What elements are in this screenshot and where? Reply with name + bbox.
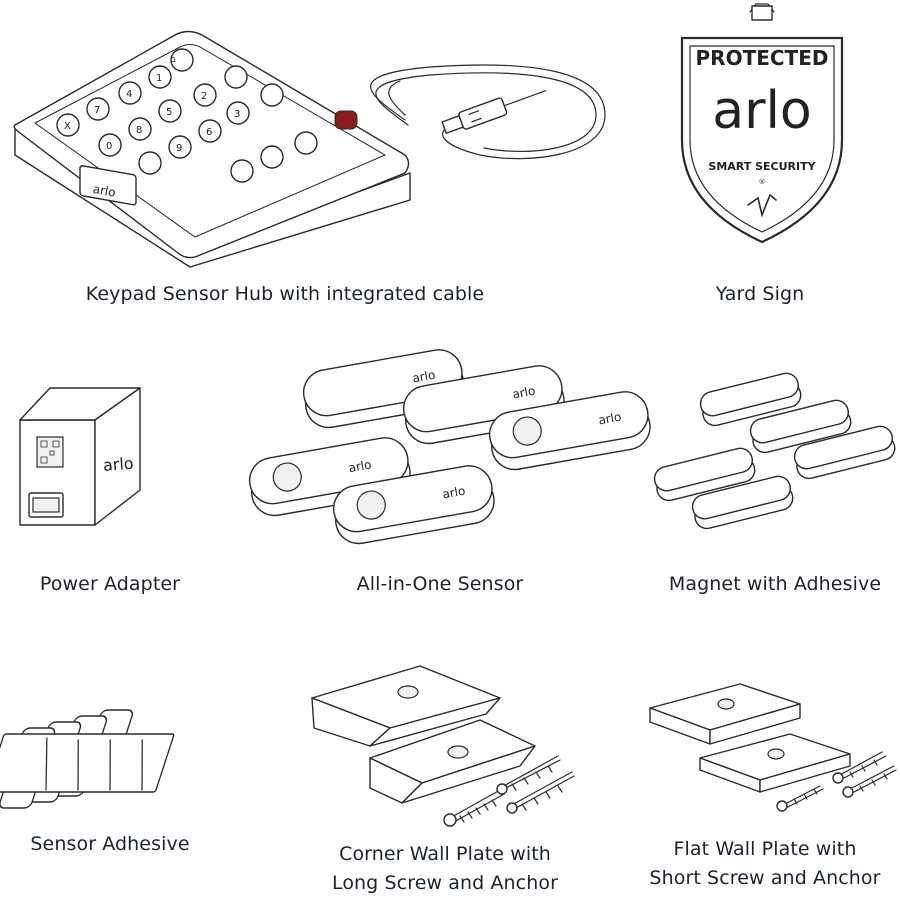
- svg-text:3: 3: [234, 109, 240, 120]
- svg-text:arlo: arlo: [511, 384, 536, 402]
- svg-text:7: 7: [94, 105, 100, 116]
- sign-top-text: PROTECTED: [696, 46, 829, 70]
- power-adapter-item: arlo Power Adapter: [0, 370, 220, 610]
- corner-wall-plate-item: Corner Wall Plate with Long Screw and An…: [290, 650, 600, 900]
- all-in-one-sensor-item: arlo arlo arlo arlo: [230, 349, 651, 610]
- keypad-logo-text: arlo: [92, 182, 117, 200]
- all-in-one-sensor-caption: All-in-One Sensor: [356, 573, 524, 595]
- keypad-sensor-hub-item: ⌂ 1 4 2 7 5 3 X 8 6 0 9 arlo Keypad Sens…: [0, 0, 620, 320]
- corner-wall-plate-caption: Corner Wall Plate with Long Screw and An…: [290, 840, 600, 898]
- corner-wall-plate-caption-line-1: Corner Wall Plate with: [339, 843, 551, 865]
- svg-text:2: 2: [201, 91, 207, 102]
- flat-wall-plate-caption: Flat Wall Plate with Short Screw and Anc…: [630, 835, 900, 893]
- svg-text:1: 1: [156, 73, 162, 84]
- corner-wall-plate-icon: [310, 658, 580, 833]
- sensor-adhesive-caption: Sensor Adhesive: [30, 833, 190, 855]
- magnet-icon: [650, 372, 900, 530]
- svg-text:arlo: arlo: [597, 410, 622, 428]
- svg-text:arlo: arlo: [411, 368, 436, 386]
- svg-text:X: X: [64, 121, 71, 132]
- svg-text:®: ®: [759, 178, 766, 186]
- flat-wall-plate-item: Flat Wall Plate with Short Screw and Anc…: [630, 660, 900, 900]
- sensor-logo-text: arlo: [347, 457, 372, 475]
- sign-brand-text: arlo: [712, 81, 812, 141]
- yard-sign-icon: PROTECTED arlo SMART SECURITY ®: [678, 0, 848, 250]
- keypad-caption: Keypad Sensor Hub with integrated cable: [85, 283, 485, 305]
- svg-text:arlo: arlo: [441, 484, 466, 502]
- svg-text:8: 8: [136, 125, 142, 136]
- svg-text:9: 9: [176, 143, 182, 154]
- svg-text:6: 6: [206, 127, 212, 138]
- adapter-logo-text: arlo: [102, 454, 134, 475]
- yard-sign-item: PROTECTED arlo SMART SECURITY ® Yard Sig…: [640, 0, 900, 320]
- adhesive-strips-icon: [0, 690, 222, 810]
- flat-wall-plate-icon: [648, 680, 898, 812]
- flat-wall-plate-caption-line-1: Flat Wall Plate with: [673, 838, 857, 860]
- flat-wall-plate-caption-line-2: Short Screw and Anchor: [649, 867, 881, 889]
- power-adapter-icon: arlo: [15, 385, 165, 535]
- keypad-sensor-hub-icon: ⌂ 1 4 2 7 5 3 X 8 6 0 9 arlo: [10, 5, 610, 268]
- svg-text:4: 4: [126, 89, 132, 100]
- power-adapter-caption: Power Adapter: [39, 573, 181, 595]
- magnet-caption: Magnet with Adhesive: [668, 573, 882, 595]
- svg-text:⌂: ⌂: [170, 55, 176, 65]
- magnet-item: Magnet with Adhesive: [650, 370, 900, 610]
- sign-bottom-text: SMART SECURITY: [708, 160, 816, 173]
- sensor-adhesive-item: Sensor Adhesive: [0, 660, 220, 880]
- svg-text:5: 5: [166, 107, 172, 118]
- yard-sign-caption: Yard Sign: [715, 283, 805, 305]
- corner-wall-plate-caption-line-2: Long Screw and Anchor: [331, 872, 559, 894]
- all-in-one-sensor-icon: arlo arlo arlo arlo: [238, 349, 651, 562]
- svg-text:0: 0: [106, 141, 112, 152]
